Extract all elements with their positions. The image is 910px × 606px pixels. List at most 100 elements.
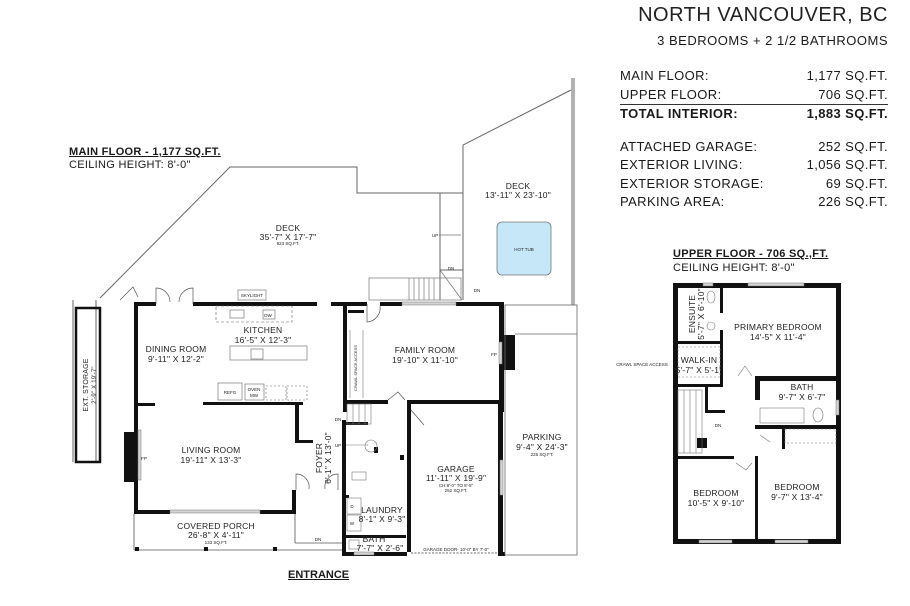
stat-label: PARKING AREA:: [620, 194, 725, 209]
room-deck: DECK: [276, 223, 301, 233]
room-living-dims: 19'-11" X 13'-3": [181, 455, 242, 465]
upper-floor-heading: UPPER FLOOR - 706 SQ.,FT.: [673, 248, 829, 260]
upper-floor-ceiling: CEILING HEIGHT: 8'-0": [673, 262, 795, 274]
laundry-machines: [346, 439, 378, 550]
main-floor-heading: MAIN FLOOR - 1,177 SQ.FT.: [69, 146, 221, 158]
stat-main-floor: MAIN FLOOR:1,177 SQ.FT.: [620, 67, 888, 86]
area-summary: MAIN FLOOR:1,177 SQ.FT. UPPER FLOOR: 706 …: [620, 67, 888, 212]
dn-label: DN: [315, 537, 322, 542]
dw-label: DW: [264, 313, 272, 318]
room-garage-area: 252 SQ.FT.: [445, 488, 468, 493]
room-ensuite-dims: 5'-7" X 6'-10": [696, 288, 706, 340]
room-porch: COVERED PORCH: [177, 521, 255, 531]
property-title: NORTH VANCOUVER, BC: [638, 4, 888, 26]
stat-value: 1,883 SQ.FT.: [806, 106, 888, 121]
room-kitchen-dims: 16'-5" X 12'-3": [235, 335, 292, 345]
stat-label: UPPER FLOOR:: [620, 86, 722, 102]
room-family-dims: 19'-10" X 11'-10": [392, 355, 458, 365]
main-floor-walls: [124, 302, 515, 556]
room-parking: PARKING: [522, 432, 561, 442]
garage-door-label: GARAGE DOOR- 10'-0" BY 7'-0": [423, 547, 489, 552]
deck-stairs: [368, 234, 463, 301]
upper-windows: [698, 282, 840, 544]
room-deck-dims: 35'-7" X 17'-7": [260, 232, 317, 242]
washer-label: W: [350, 521, 355, 526]
room-parking-dims: 9'-4" X 24'-3": [516, 442, 568, 452]
ext-storage-outline: [74, 306, 102, 464]
room-walkin: WALK-IN: [681, 355, 718, 365]
room-porch-area: 133 SQ.FT.: [205, 540, 228, 545]
room-bath: BATH: [363, 534, 386, 544]
entrance-label: ENTRANCE: [288, 569, 350, 581]
dn-label: DN: [335, 417, 342, 422]
room-porch-dims: 26'-8" X 4'-11": [188, 530, 244, 540]
main-floor-ceiling: CEILING HEIGHT: 8'-0": [69, 159, 191, 171]
room-bedroom-3: BEDROOM: [774, 482, 819, 492]
dn-label: DN: [448, 266, 455, 271]
room-deck-upper-dims: 13'-11" X 23'-10": [485, 190, 551, 200]
room-upper-bath: BATH: [791, 382, 814, 392]
up-label: UP: [432, 233, 438, 238]
stat-value: 706 SQ.FT.: [818, 86, 888, 102]
up-label: UP: [335, 443, 341, 448]
room-garage: GARAGE: [437, 464, 475, 474]
ext-storage-label: EXT. STORAGE: [83, 358, 90, 411]
oven-label: OVEN: [248, 387, 261, 392]
fp-label: FP: [141, 456, 147, 461]
stat-label: MAIN FLOOR:: [620, 68, 709, 83]
room-dining-dims: 9'-11" X 12'-2": [148, 354, 204, 364]
porch-outline: [133, 514, 342, 551]
dn-label: DN: [474, 288, 481, 293]
windows: [137, 301, 504, 556]
interior-stairs: [346, 330, 372, 446]
stat-value: 1,056 SQ.FT.: [806, 157, 888, 172]
stat-value: 252 SQ.FT.: [818, 138, 888, 154]
stat-value: 226 SQ.FT.: [818, 194, 888, 209]
room-upper-bath-dims: 9'-7" X 6'-7": [779, 392, 826, 402]
porch-post: [204, 547, 208, 551]
room-bedroom-2: BEDROOM: [693, 488, 738, 498]
room-bedroom-3-dims: 9'-7" X 13'-4": [771, 492, 823, 502]
upper-crawl-label: CRAWL SPACE ACCESS: [616, 362, 668, 367]
room-parking-area: 226 SQ.FT.: [531, 452, 554, 457]
room-walkin-dims: 5'-7" X 5'-1": [676, 365, 723, 375]
room-garage-ceiling: CH:8'-0" TO 8'-5": [439, 483, 474, 488]
stat-exterior-storage: EXTERIOR STORAGE: 69 SQ.FT.: [620, 175, 888, 194]
dryer-label: D: [350, 504, 354, 509]
stat-label: ATTACHED GARAGE:: [620, 138, 758, 154]
property-subtitle: 3 BEDROOMS + 2 1/2 BATHROOMS: [657, 33, 888, 48]
stat-garage: ATTACHED GARAGE: 252 SQ.FT.: [620, 138, 888, 157]
room-primary-bedroom-dims: 14'-5" X 11'-4": [750, 332, 806, 342]
room-family: FAMILY ROOM: [395, 345, 455, 355]
room-bedroom-2-dims: 10'-5" X 9'-10": [688, 498, 745, 508]
room-laundry: LAUNDRY: [361, 505, 403, 515]
refg-label: REFG: [224, 390, 237, 395]
room-bath-dims: 7'-7" X 2'-6": [357, 543, 404, 553]
hot-tub: [496, 221, 552, 276]
room-deck-area: 923 SQ.FT.: [277, 241, 300, 246]
room-garage-dims: 11'-11" X 19'-9": [426, 473, 486, 483]
ext-storage-dims: 2'-9" X 19'-7": [92, 366, 98, 403]
stat-parking: PARKING AREA: 226 SQ.FT.: [620, 193, 888, 212]
porch-post: [273, 547, 277, 551]
room-living: LIVING ROOM: [182, 445, 241, 455]
room-deck-upper: DECK: [506, 181, 531, 191]
stat-value: 69 SQ.FT.: [825, 175, 888, 191]
upper-fixtures: [677, 290, 837, 471]
stat-total-interior: TOTAL INTERIOR:1,883 SQ.FT.: [620, 105, 888, 124]
room-primary-bedroom: PRIMARY BEDROOM: [734, 322, 822, 332]
fp-label: FP: [491, 352, 497, 357]
stat-label: EXTERIOR LIVING:: [620, 157, 743, 172]
kitchen-counters: [215, 289, 308, 401]
room-kitchen: KITCHEN: [244, 325, 283, 335]
stat-exterior-living: EXTERIOR LIVING: 1,056 SQ.FT.: [620, 156, 888, 175]
mw-label: MW: [250, 393, 259, 398]
skylight-label: SKYLIGHT: [241, 293, 264, 298]
room-dining: DINING ROOM: [146, 344, 207, 354]
room-ensuite: ENSUITE: [687, 295, 697, 333]
room-foyer-dims: 6'-1" X 13'-0": [323, 432, 333, 484]
hot-tub-label: HOT TUB: [514, 247, 534, 252]
stat-label: EXTERIOR STORAGE:: [620, 175, 764, 191]
porch-post: [135, 547, 139, 551]
crawl-space-label: CRAWL SPACE ACCESS: [353, 345, 358, 391]
